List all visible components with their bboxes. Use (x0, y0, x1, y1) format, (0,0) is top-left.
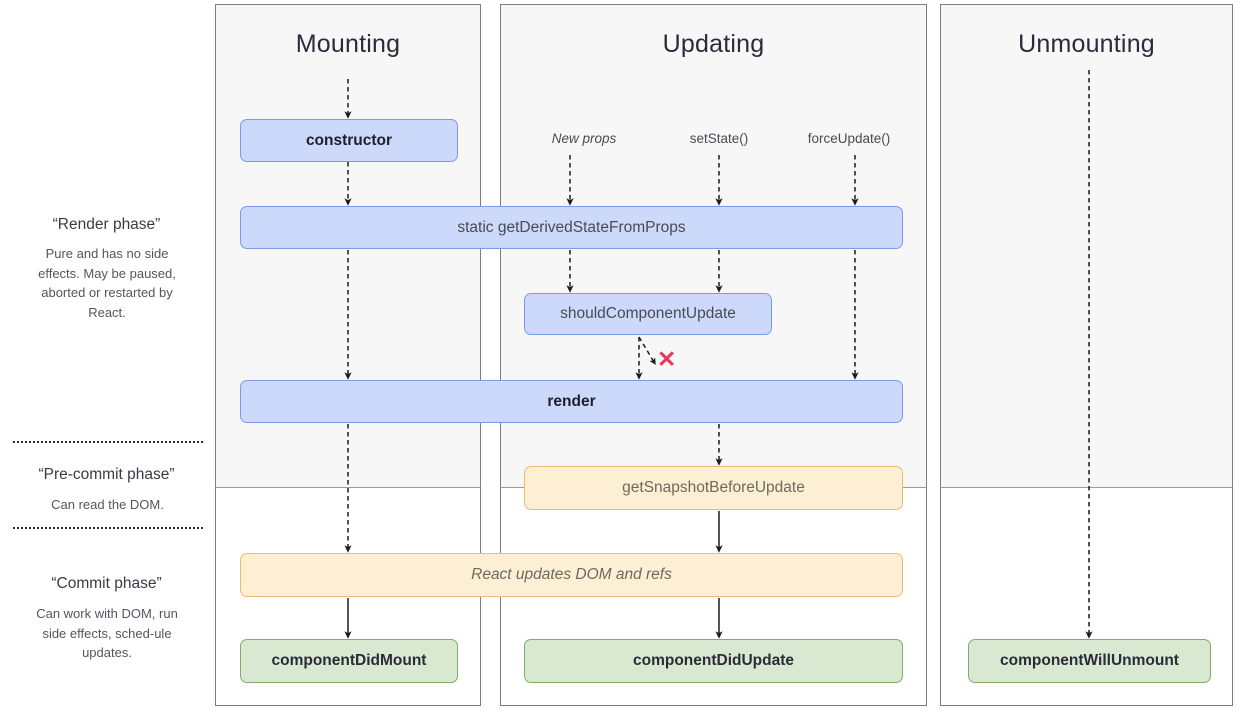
phase-description-render: Pure and has no side effects. May be pau… (38, 246, 176, 320)
lifecycle-box-get-snapshot-before-update[interactable]: getSnapshotBeforeUpdate (524, 466, 903, 510)
trigger-label-force-update: forceUpdate() (807, 131, 891, 146)
phase-label-pre-commit: “Pre-commit phase” (38, 466, 175, 483)
panel-unmounting (940, 4, 1233, 488)
reject-x-icon: ✕ (657, 346, 677, 372)
phase-divider-bottom (13, 527, 203, 529)
phase-label-render: “Render phase” (52, 216, 161, 233)
lifecycle-box-component-will-unmount[interactable]: componentWillUnmount (968, 639, 1211, 683)
lifecycle-box-component-did-update[interactable]: componentDidUpdate (524, 639, 903, 683)
lifecycle-box-render[interactable]: render (240, 380, 903, 423)
lifecycle-box-get-derived-state-from-props[interactable]: static getDerivedStateFromProps (240, 206, 903, 249)
phase-label-commit: “Commit phase” (51, 575, 162, 592)
phase-description-pre-commit: Can read the DOM. (51, 497, 164, 512)
lifecycle-box-react-updates-dom[interactable]: React updates DOM and refs (240, 553, 903, 597)
column-title-updating: Updating (662, 30, 765, 58)
lifecycle-box-constructor[interactable]: constructor (240, 119, 458, 162)
phase-divider-top (13, 441, 203, 443)
phase-description-commit: Can work with DOM, run side effects, sch… (36, 606, 178, 660)
trigger-label-new-props: New props (551, 131, 617, 146)
lifecycle-box-component-did-mount[interactable]: componentDidMount (240, 639, 458, 683)
column-title-unmounting: Unmounting (1018, 30, 1155, 58)
lifecycle-box-should-component-update[interactable]: shouldComponentUpdate (524, 293, 772, 335)
column-title-mounting: Mounting (295, 30, 401, 58)
trigger-label-set-state: setState() (689, 131, 749, 146)
